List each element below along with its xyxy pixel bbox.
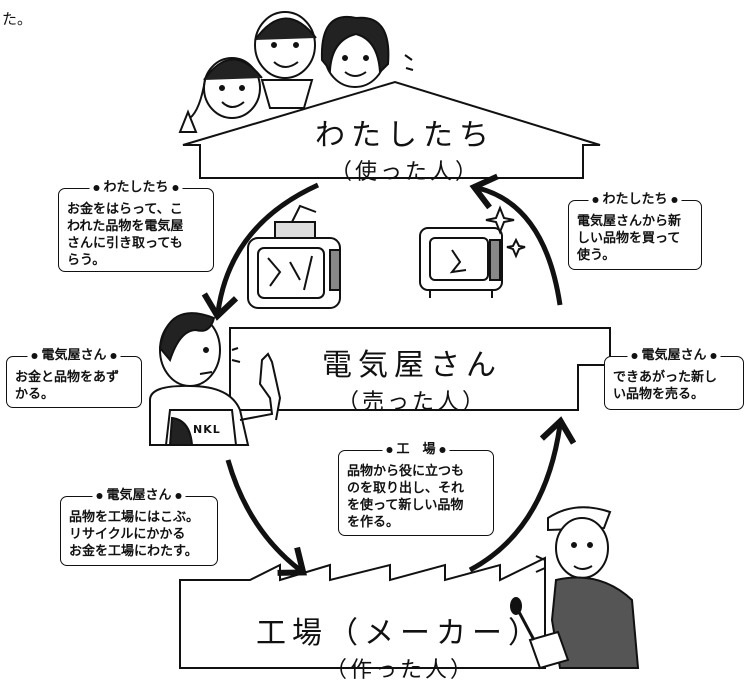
- bullet-dot-icon: [631, 352, 638, 359]
- arrow-factory-to-shop: [468, 416, 577, 573]
- info-box-buy-new: わたしたち 電気屋さんから新 しい品物を買って 使う。: [568, 191, 702, 270]
- shop-title: 電気屋さん: [322, 348, 502, 383]
- info-box-header-label: 工 場: [396, 442, 436, 457]
- shop-subtitle: （売った人）: [336, 390, 487, 415]
- info-box-header: 電気屋さん: [627, 347, 721, 364]
- factory-label: 工場（メーカー） （作った人）: [255, 608, 545, 684]
- info-box-header-label: わたしたち: [103, 180, 169, 195]
- apron-logo-text: NKL: [193, 423, 221, 436]
- info-box-return-item: わたしたち お金をはらって、こ われた品物を電気屋 さんに引き取っても らう。: [58, 179, 214, 272]
- bullet-dot-icon: [93, 184, 100, 191]
- bullet-dot-icon: [671, 196, 678, 203]
- info-box-body: 品物から役に立つも のを取り出し、それ を使って新しい品物 を作る。: [347, 464, 465, 530]
- bullet-dot-icon: [386, 446, 393, 453]
- info-box-body: お金と品物をあず かる。: [15, 370, 120, 402]
- person-girl: [178, 57, 263, 133]
- factory-outline: [179, 556, 546, 669]
- info-box-body: 電気屋さんから新 しい品物を買って 使う。: [577, 214, 682, 263]
- broken-tv-illustration: [247, 204, 341, 309]
- info-box-header: わたしたち: [89, 179, 183, 196]
- bullet-dot-icon: [31, 352, 38, 359]
- text-fragment: た。: [2, 10, 33, 28]
- shop-label: 電気屋さん （売った人）: [282, 340, 542, 416]
- arrow-shop-to-factory: [225, 459, 307, 576]
- new-tv-illustration: [419, 205, 526, 298]
- info-box-header: 工 場: [382, 441, 450, 458]
- bullet-dot-icon: [592, 196, 599, 203]
- person-mother: [320, 15, 414, 88]
- info-box-body: できあがった新し い品物を売る。: [613, 370, 718, 402]
- info-box-shop-sell: 電気屋さん できあがった新し い品物を売る。: [604, 347, 744, 410]
- info-box-factory: 工 場 品物から役に立つも のを取り出し、それ を使って新しい品物 を作る。: [338, 441, 494, 536]
- info-box-body: お金をはらって、こ われた品物を電気屋 さんに引き取っても らう。: [67, 202, 184, 268]
- bullet-dot-icon: [710, 352, 717, 359]
- info-box-header-label: 電気屋さん: [41, 348, 107, 363]
- family-illustration: [178, 11, 414, 133]
- bullet-dot-icon: [96, 492, 103, 499]
- house-title: わたしたち: [315, 118, 495, 153]
- factory-title: 工場（メーカー）: [256, 616, 544, 651]
- info-box-header-label: 電気屋さん: [641, 348, 707, 363]
- info-box-shop-keep: 電気屋さん お金と品物をあず かる。: [6, 347, 142, 408]
- arrow-house-to-shop: [201, 182, 320, 321]
- info-box-header: 電気屋さん: [92, 487, 186, 504]
- factory-worker-illustration: [510, 506, 640, 670]
- bullet-dot-icon: [439, 446, 446, 453]
- house-label: わたしたち （使った人）: [260, 110, 550, 186]
- shopkeeper-illustration: [149, 312, 282, 446]
- bullet-dot-icon: [110, 352, 117, 359]
- bullet-dot-icon: [172, 184, 179, 191]
- house-outline: [182, 80, 601, 179]
- house-subtitle: （使った人）: [329, 160, 480, 185]
- info-box-header-label: わたしたち: [602, 192, 668, 207]
- factory-subtitle: （作った人）: [324, 658, 475, 683]
- bullet-dot-icon: [175, 492, 182, 499]
- info-box-body: 品物を工場にはこぶ。 リサイクルにかかる お金を工場にわたす。: [69, 510, 200, 559]
- info-box-header-label: 電気屋さん: [106, 488, 172, 503]
- person-father: [254, 11, 317, 109]
- arrow-shop-to-house: [469, 173, 563, 306]
- info-box-header: 電気屋さん: [27, 347, 121, 364]
- info-box-header: わたしたち: [588, 191, 682, 208]
- info-box-shop-carry: 電気屋さん 品物を工場にはこぶ。 リサイクルにかかる お金を工場にわたす。: [60, 487, 218, 566]
